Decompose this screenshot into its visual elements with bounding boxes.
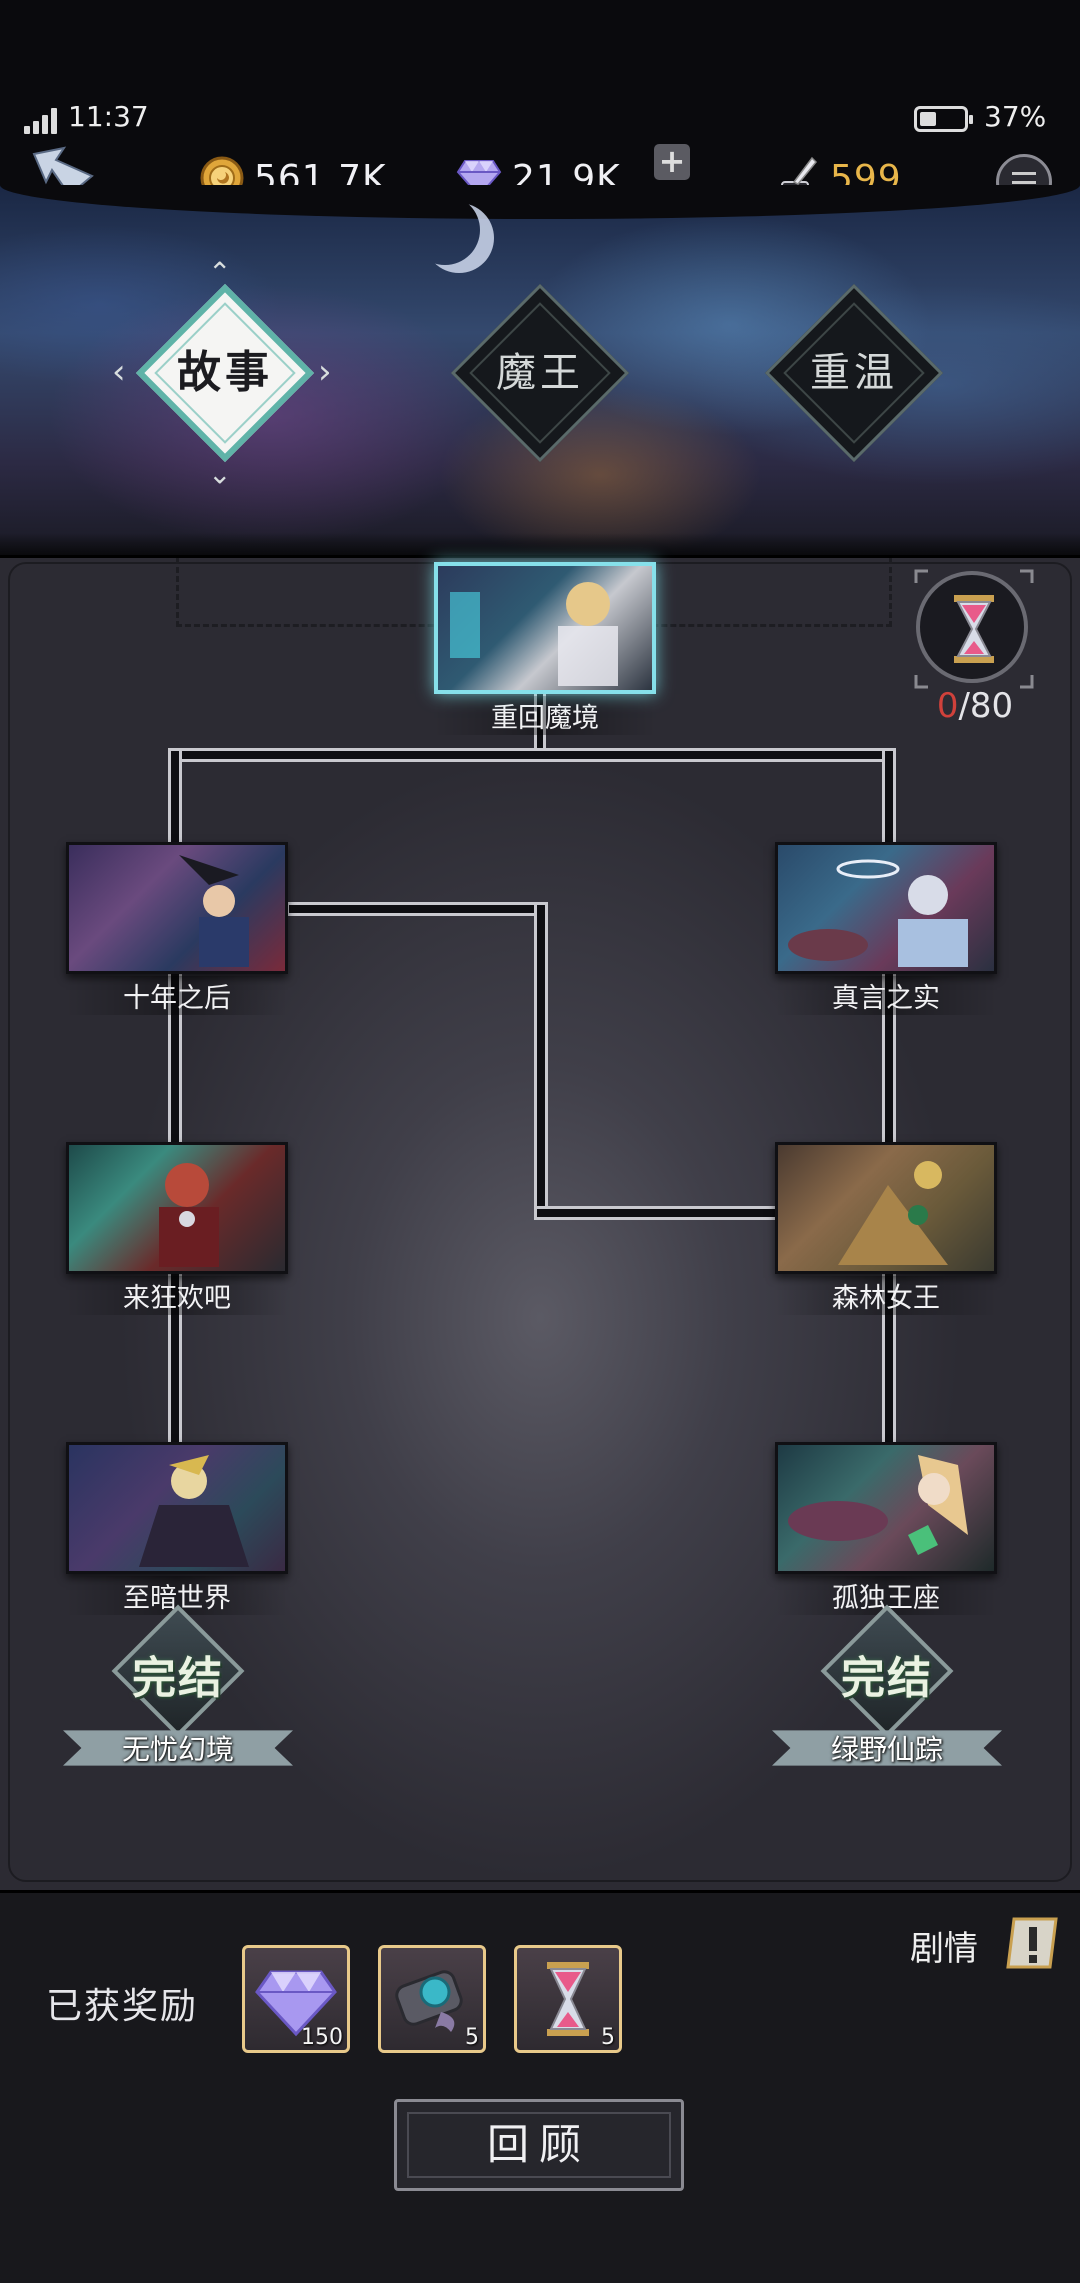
chapter-art — [159, 1163, 219, 1267]
tab-demon-king-label: 魔王 — [496, 350, 584, 396]
story-node-label: 森林女王 — [775, 1276, 997, 1315]
hourglass-icon — [547, 1962, 589, 2036]
rewards-label: 已获奖励 — [46, 1986, 199, 2027]
hourglass-count: 0/80 — [920, 686, 1030, 726]
chevron-up-icon: ⌃ — [208, 256, 232, 289]
battery-percent: 37% — [984, 100, 1047, 133]
chapter-art — [139, 1455, 249, 1567]
story-node-label: 十年之后 — [66, 976, 288, 1015]
chapter-art — [838, 1161, 948, 1265]
story-node-left-3[interactable]: 至暗世界 — [66, 1442, 288, 1615]
reward-qty: 5 — [601, 2025, 615, 2050]
story-node-left-2[interactable]: 来狂欢吧 — [66, 1142, 288, 1315]
story-node-right-3[interactable]: 孤独王座 — [775, 1442, 997, 1615]
ending-status: 完结 — [841, 1653, 933, 1704]
story-node-label: 重回魔境 — [434, 696, 656, 735]
moon-decoration — [410, 195, 480, 265]
story-node-right-1[interactable]: 真言之实 — [775, 842, 997, 1015]
review-button[interactable]: 回顾 — [394, 2099, 684, 2191]
story-label: 剧情 — [910, 1929, 978, 1969]
ending-name: 绿野仙踪 — [830, 1733, 943, 1766]
ribbon-decoration — [63, 1730, 293, 1766]
chevron-right-icon: › — [318, 352, 332, 392]
plus-icon: + — [658, 142, 686, 180]
chevron-left-icon: ‹ — [112, 352, 126, 392]
reward-qty: 5 — [465, 2025, 479, 2050]
hourglass-icon — [914, 569, 1034, 689]
top-bar: 561.7K 21.9K + 599 — [0, 140, 1080, 220]
story-node-label: 真言之实 — [775, 976, 997, 1015]
chapter-art — [179, 855, 249, 967]
story-node-return[interactable]: 重回魔境 — [434, 562, 656, 735]
hourglass-counter[interactable] — [910, 565, 1038, 693]
tab-revisit-label: 重温 — [810, 350, 898, 396]
status-bar: 11:37 37% — [0, 96, 1080, 146]
tab-revisit[interactable]: 重温 — [764, 283, 944, 463]
reward-qty: 150 — [301, 2025, 343, 2050]
signal-icon — [24, 108, 60, 134]
gem-icon — [255, 1970, 337, 2037]
review-button-label: 回顾 — [486, 2120, 591, 2169]
story-node-right-2[interactable]: 森林女王 — [775, 1142, 997, 1315]
ending-status: 完结 — [132, 1653, 224, 1704]
hourglass-total: /80 — [958, 686, 1014, 726]
gem-icon — [456, 160, 502, 198]
ribbon-decoration — [772, 1730, 1002, 1766]
ending-badge-left[interactable]: 完结 无忧幻境 — [63, 1604, 293, 1792]
reward-gem[interactable]: 150 — [242, 1945, 350, 2053]
exclamation-icon — [1006, 1917, 1058, 1969]
chapter-art — [788, 1455, 968, 1555]
clock: 11:37 — [68, 100, 149, 133]
tab-demon-king[interactable]: 魔王 — [450, 283, 630, 463]
battery-icon — [914, 106, 973, 132]
ending-badge-right[interactable]: 完结 绿野仙踪 — [772, 1604, 1002, 1792]
add-gems-button[interactable]: + — [654, 144, 690, 180]
chapter-art — [450, 582, 618, 686]
story-node-label: 来狂欢吧 — [66, 1276, 288, 1315]
chapter-art — [788, 859, 968, 967]
hourglass-current: 0 — [936, 686, 959, 726]
reward-scroll[interactable]: 5 — [378, 1945, 486, 2053]
story-alert-button[interactable] — [1004, 1915, 1060, 1971]
tab-story[interactable]: 故事 — [135, 283, 315, 463]
scroll-icon — [395, 1970, 463, 2032]
reward-hourglass[interactable]: 5 — [514, 1945, 622, 2053]
story-node-left-1[interactable]: 十年之后 — [66, 842, 288, 1015]
chevron-down-icon: ⌃ — [208, 456, 232, 489]
tab-story-label: 故事 — [177, 347, 273, 398]
ending-name: 无忧幻境 — [121, 1733, 234, 1766]
bottom-bar: 已获奖励 150 5 5 剧情 — [0, 1890, 1080, 2283]
